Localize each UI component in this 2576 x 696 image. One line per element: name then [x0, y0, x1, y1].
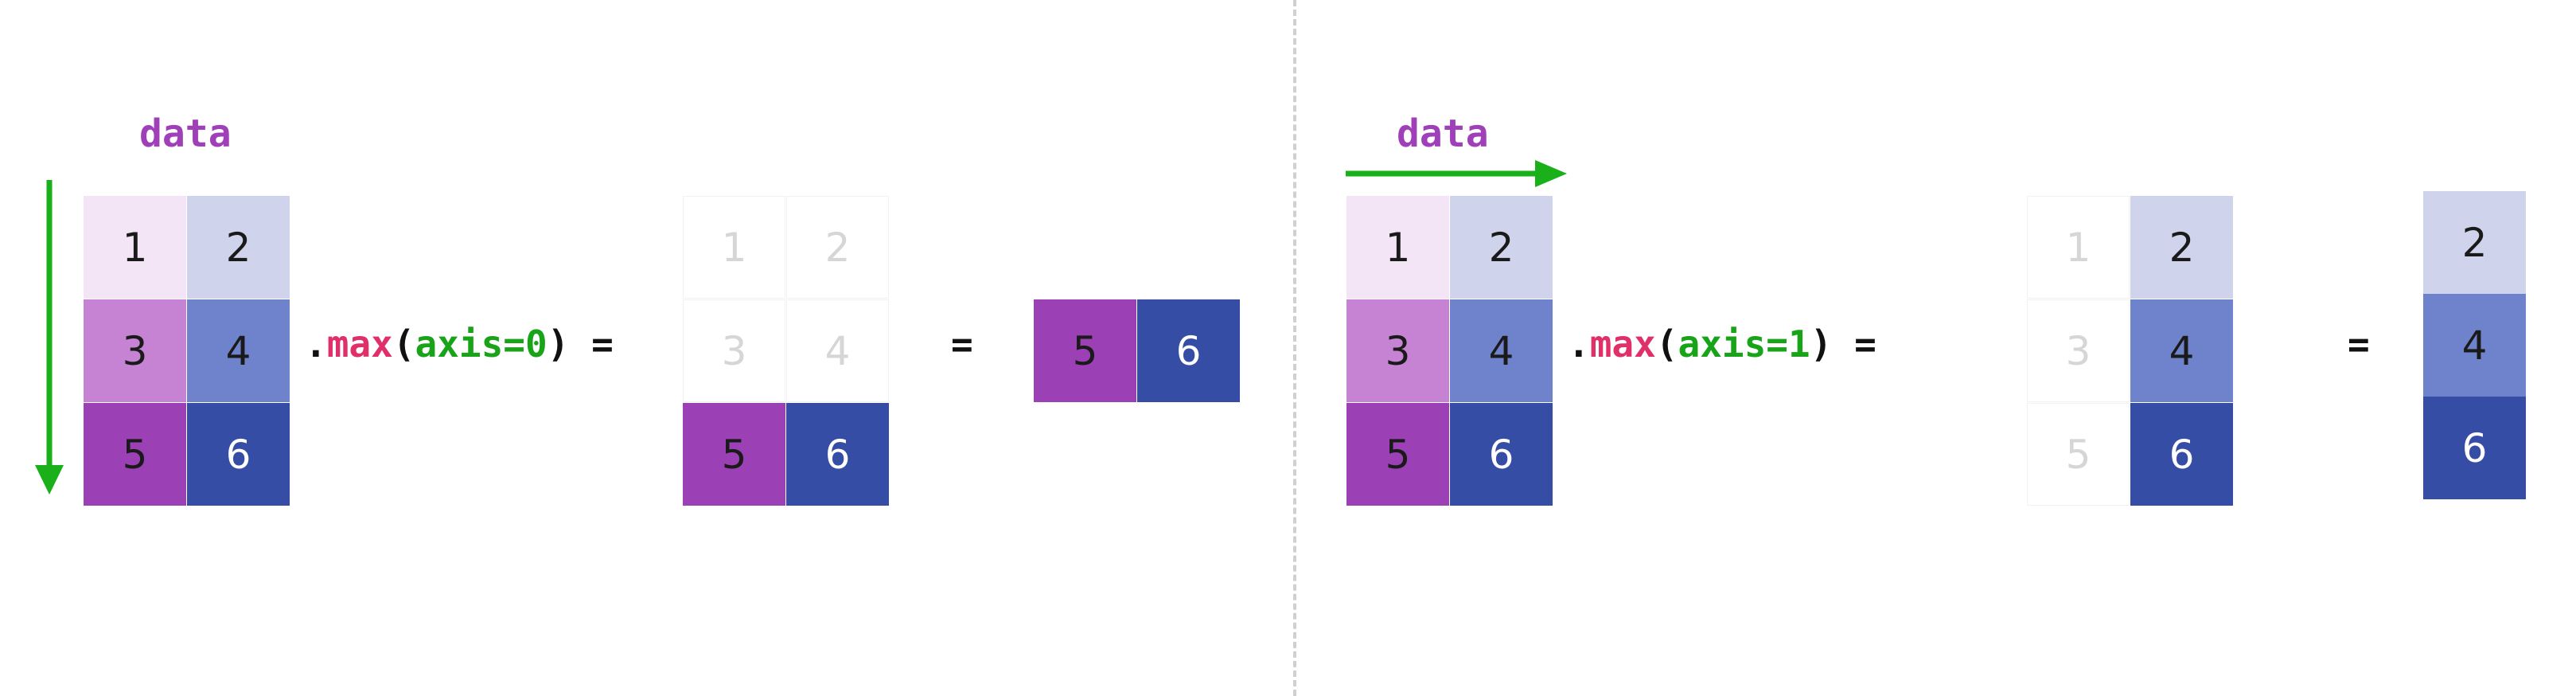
axis-argument: axis=1 [1678, 323, 1810, 366]
dot: . [1568, 323, 1590, 366]
data-label: data [139, 111, 232, 156]
grid-cell: 1 [683, 196, 785, 299]
left-panel: data 1 2 3 4 5 6 .max(axis=0) = 1 2 3 4 … [35, 111, 1240, 506]
grid-cell: 5 [84, 403, 186, 506]
equals-sign: = [951, 323, 973, 366]
grid-cell-highlighted: 5 [683, 403, 785, 506]
axis-argument: axis=0 [415, 323, 548, 366]
grid-cell: 1 [2027, 196, 2130, 299]
grid-cell: 5 [2027, 403, 2130, 506]
dot: . [305, 323, 327, 366]
grid-cell: 6 [1450, 403, 1553, 506]
grid-cell: 5 [1346, 403, 1449, 506]
close-paren: ) [547, 323, 570, 366]
function-name: max [326, 323, 393, 366]
grid-cell: 4 [1450, 299, 1553, 402]
grid-cell: 4 [187, 299, 290, 402]
equals-sign: = [569, 323, 614, 366]
right-panel: data 1 2 3 4 5 6 .max(axis=1) = 1 2 3 4 … [1297, 0, 2570, 696]
data-label: data [1397, 111, 1489, 156]
function-name: max [1589, 323, 1656, 366]
grid-cell: 3 [1346, 299, 1449, 402]
right-arrow-icon [1346, 160, 1567, 187]
dashed-divider [1293, 0, 1296, 696]
result-cell: 4 [2423, 294, 2526, 397]
grid-cell: 2 [1450, 196, 1553, 299]
result-cell: 2 [2423, 191, 2526, 294]
max-expression: .max(axis=0) = [305, 323, 614, 366]
max-expression: .max(axis=1) = [1568, 323, 1876, 366]
grid-cell: 3 [2027, 299, 2130, 402]
equals-sign: = [2348, 323, 2370, 366]
grid-cell: 2 [786, 196, 889, 299]
close-paren: ) [1810, 323, 1833, 366]
result-cell: 6 [2423, 397, 2526, 499]
result-cell: 5 [1034, 299, 1136, 402]
grid-cell: 1 [1346, 196, 1449, 299]
grid-cell-highlighted: 6 [786, 403, 889, 506]
grid-cell-highlighted: 2 [2130, 196, 2233, 299]
grid-cell: 4 [786, 299, 889, 402]
grid-cell: 1 [84, 196, 186, 299]
grid-cell-highlighted: 4 [2130, 299, 2233, 402]
grid-cell-highlighted: 6 [2130, 403, 2233, 506]
grid-cell: 2 [187, 196, 290, 299]
open-paren: ( [392, 323, 415, 366]
grid-cell: 3 [84, 299, 186, 402]
open-paren: ( [1655, 323, 1678, 366]
down-arrow-icon [35, 180, 64, 495]
grid-cell: 6 [187, 403, 290, 506]
result-cell: 6 [1137, 299, 1240, 402]
equals-sign: = [1832, 323, 1876, 366]
grid-cell: 3 [683, 299, 785, 402]
